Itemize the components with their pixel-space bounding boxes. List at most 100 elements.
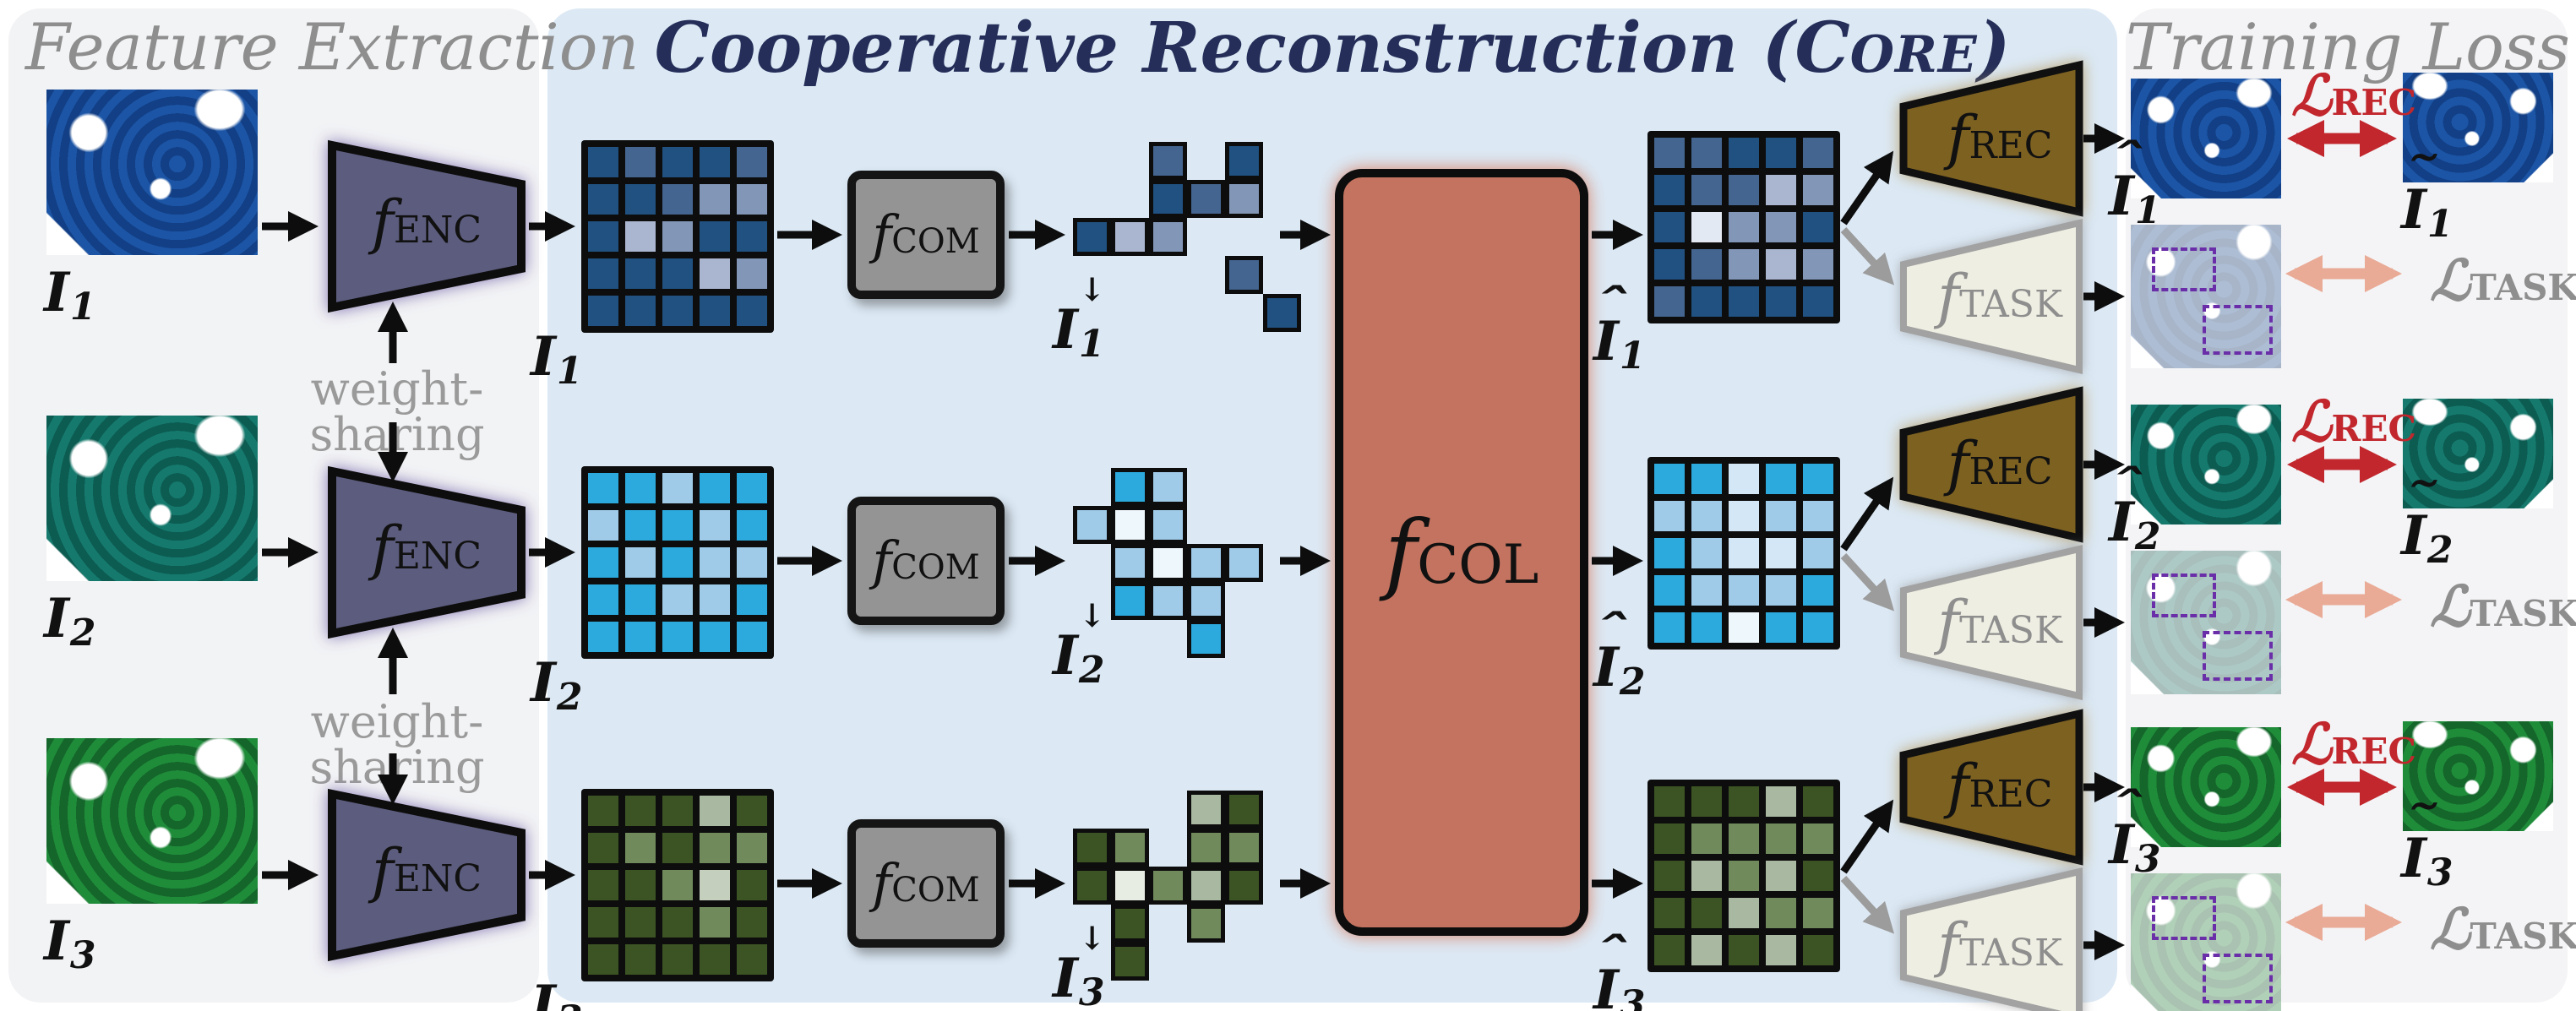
sparse-cell	[1073, 506, 1111, 544]
sparse-cell	[1149, 180, 1187, 218]
task-output-image-2	[2131, 551, 2281, 694]
core-title-main: Cooperative Reconstruction (C	[654, 8, 1850, 89]
sparse-grid-label-1: I↓1	[1053, 270, 1106, 367]
sparse-cell	[1187, 620, 1225, 658]
f-enc-block-3	[328, 788, 526, 962]
grid-cell	[625, 147, 656, 177]
sparse-cell	[1187, 544, 1225, 582]
grid-cell	[588, 473, 618, 503]
grid-cell	[1729, 935, 1759, 965]
grid-cell	[700, 258, 730, 289]
grid-cell	[1803, 501, 1833, 531]
grid-cell	[737, 510, 767, 541]
grid-cell	[1766, 286, 1796, 317]
lidar-art	[2131, 727, 2281, 847]
f-enc-label-2: fENC	[371, 514, 482, 583]
grid-cell	[588, 584, 618, 615]
sparse-cell	[1225, 791, 1263, 829]
grid-cell	[625, 622, 656, 652]
grid-cell	[1691, 175, 1722, 205]
grid-cell	[700, 944, 730, 975]
loss-task-label-2: ℒTASK	[2430, 573, 2576, 639]
grid-cell	[1691, 138, 1722, 168]
sparse-cell	[1149, 867, 1187, 905]
grid-cell	[662, 907, 693, 938]
grid-cell	[1691, 464, 1722, 494]
grid-cell	[737, 870, 767, 900]
grid-cell	[625, 258, 656, 289]
grid-cell	[625, 221, 656, 252]
f-com-block-2: fCOM	[847, 497, 1005, 625]
input-image-3	[46, 738, 258, 904]
grid-cell	[700, 296, 730, 326]
grid-cell	[737, 473, 767, 503]
grid-cell	[588, 944, 618, 975]
grid-cell	[1766, 935, 1796, 965]
grid-cell	[1766, 861, 1796, 891]
grid-cell	[588, 296, 618, 326]
sparse-cell	[1111, 905, 1149, 943]
grid-cell	[1729, 212, 1759, 242]
training-loss-title: Training Loss	[2126, 9, 2570, 84]
sparse-grid-3	[1073, 791, 1301, 981]
f-col-symbol: f	[1384, 501, 1418, 604]
grid-cell	[1729, 138, 1759, 168]
sparse-cell	[1149, 506, 1187, 544]
grid-cell	[588, 833, 618, 863]
grid-cell	[625, 870, 656, 900]
f-col-label: fCOL	[1385, 508, 1539, 596]
grid-cell	[1691, 286, 1722, 317]
task-output-image-1	[2131, 225, 2281, 368]
grid-cell	[1654, 286, 1685, 317]
grid-cell	[1654, 935, 1685, 965]
grid-cell	[700, 870, 730, 900]
grid-cell	[1729, 175, 1759, 205]
sparse-cell	[1263, 294, 1301, 332]
grid-cell	[1691, 501, 1722, 531]
grid-cell	[1766, 501, 1796, 531]
grid-cell	[737, 833, 767, 863]
feature-extraction-title: Feature Extraction	[25, 9, 640, 84]
grid-cell	[662, 473, 693, 503]
f-enc-label-3: fENC	[371, 836, 482, 905]
f-col-subscript: COL	[1417, 534, 1539, 596]
core-title: Cooperative Reconstruction (CORE)	[547, 14, 2117, 83]
sparse-cell	[1149, 468, 1187, 506]
grid-cell	[1729, 501, 1759, 531]
f-rec-label-1: fREC	[1947, 103, 2053, 172]
f-com-block-3: fCOM	[847, 819, 1005, 948]
fused-grid-3	[1647, 780, 1840, 972]
grid-cell	[1766, 212, 1796, 242]
sparse-cell	[1225, 180, 1263, 218]
sparse-cell	[1111, 544, 1149, 582]
input-image-2	[46, 416, 258, 581]
grid-cell	[1691, 212, 1722, 242]
grid-cell	[662, 221, 693, 252]
f-task-label-2: fTASK	[1937, 588, 2062, 657]
sparse-cell	[1149, 582, 1187, 620]
grid-cell	[588, 622, 618, 652]
grid-cell	[1766, 612, 1796, 643]
grid-cell	[1654, 138, 1685, 168]
grid-cell	[662, 296, 693, 326]
lidar-art	[2131, 79, 2281, 198]
sparse-grid-1	[1073, 142, 1301, 332]
grid-cell	[1691, 786, 1722, 817]
sparse-cell	[1149, 544, 1187, 582]
grid-cell	[1654, 612, 1685, 643]
f-rec-block-2	[1899, 386, 2083, 543]
fused-grid-2	[1647, 457, 1840, 650]
grid-cell	[662, 510, 693, 541]
sparse-cell	[1149, 142, 1187, 180]
grid-cell	[1766, 786, 1796, 817]
grid-cell	[700, 833, 730, 863]
f-enc-label-1: fENC	[371, 188, 482, 257]
